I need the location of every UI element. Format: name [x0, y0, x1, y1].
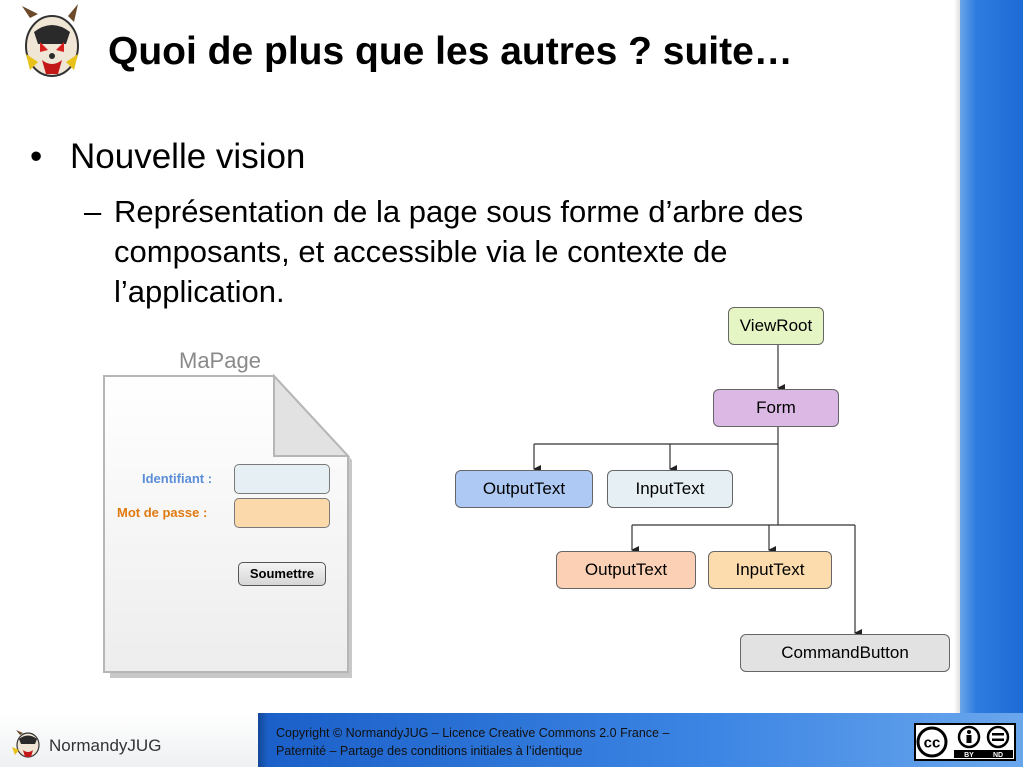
copyright-notice: Copyright © NormandyJUG – Licence Creati… [276, 724, 669, 760]
mascot-logo-icon [12, 4, 90, 84]
cc-badge-nd: ND [993, 752, 1003, 759]
password-label: Mot de passe : [117, 505, 208, 520]
footer-band [258, 713, 1023, 767]
bullet-item: • Nouvelle vision [30, 137, 305, 177]
cc-badge-cc: cc [924, 735, 941, 752]
tree-node-commandbutton: CommandButton [740, 634, 950, 672]
cc-badge-by: BY [964, 752, 974, 759]
password-field[interactable] [234, 498, 330, 528]
tree-node-outputtext-1: OutputText [455, 470, 593, 508]
bullet-mark: • [30, 137, 43, 176]
mockup-page-title: MaPage [179, 348, 261, 373]
sub-bullet-item: – Représentation de la page sous forme d… [84, 192, 904, 312]
identifiant-label: Identifiant : [142, 471, 213, 486]
tree-node-form: Form [713, 389, 839, 427]
bullet-text: Nouvelle vision [70, 137, 306, 176]
sub-bullet-text: Représentation de la page sous forme d’a… [114, 194, 804, 309]
slide-footer: NormandyJUG [0, 713, 1023, 767]
identifiant-field[interactable] [234, 464, 330, 494]
tree-node-viewroot: ViewRoot [728, 307, 824, 345]
sub-bullet-mark: – [84, 194, 102, 229]
tree-node-inputtext-1: InputText [607, 470, 733, 508]
copyright-line-2: Paternité – Partage des conditions initi… [276, 744, 583, 758]
submit-button[interactable]: Soumettre [238, 562, 326, 586]
tree-node-inputtext-2: InputText [708, 551, 832, 589]
slide-title: Quoi de plus que les autres ? suite… [108, 30, 793, 73]
footer-brand-area: NormandyJUG [0, 713, 258, 767]
footer-mascot-icon [6, 729, 46, 759]
cc-license-badge-icon: cc BY ND [914, 723, 1016, 761]
copyright-line-1: Copyright © NormandyJUG – Licence Creati… [276, 726, 670, 740]
document-page-icon [98, 372, 358, 684]
slide-side-band [954, 0, 1023, 713]
tree-node-outputtext-2: OutputText [556, 551, 696, 589]
footer-brand-text: NormandyJUG [49, 736, 162, 755]
